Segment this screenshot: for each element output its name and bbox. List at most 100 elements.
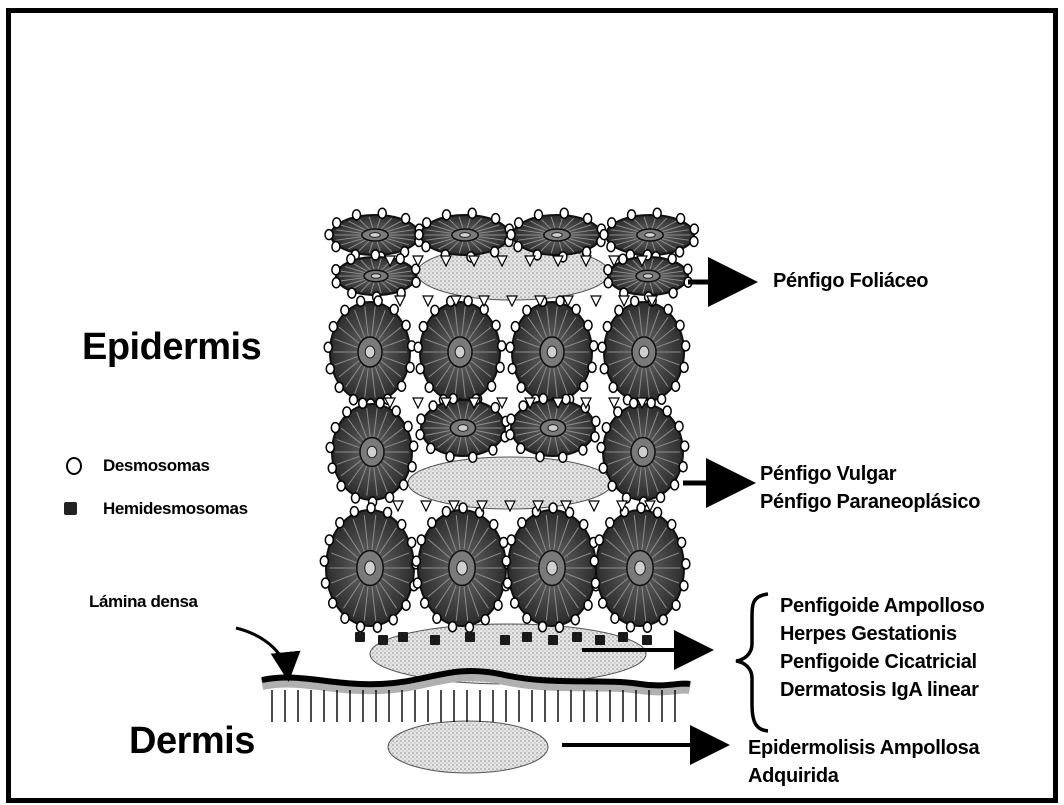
desmosome-dot	[584, 214, 592, 224]
desmosome-dot	[404, 421, 412, 431]
desmosome-dot	[343, 407, 351, 417]
desmosome-dot	[431, 305, 439, 315]
desmosome-dot	[496, 362, 504, 372]
hemidesmosome-square	[595, 635, 605, 645]
desmosome-dot	[421, 598, 429, 608]
desmosome-dot	[491, 403, 499, 413]
desmosome-dot	[677, 214, 685, 224]
desmosome-dot	[416, 430, 424, 440]
desmosome-dot	[492, 214, 500, 224]
desmosome-dot	[502, 556, 510, 566]
desmosome-dot	[523, 613, 531, 623]
desmosome-dot	[584, 320, 592, 330]
desmosome-dot	[376, 398, 384, 408]
desmosome-dot	[590, 341, 598, 351]
cell-row4-1	[416, 394, 510, 463]
desmosome-dot	[690, 237, 698, 247]
desmosome-dot	[580, 520, 588, 530]
desmosome-dot	[539, 622, 547, 632]
desmosome-dot	[506, 342, 514, 352]
target-vulgar-1: Pénfigo Vulgar	[760, 460, 980, 488]
desmosome-dot	[507, 414, 515, 424]
desmosome-dot	[329, 322, 337, 332]
desmosome-dot	[331, 423, 339, 433]
target-dermal-1: Epidermolisis Ampollosa	[748, 734, 979, 762]
desmosome-dot	[498, 341, 506, 351]
desmosome-dot	[584, 600, 592, 610]
desmosome-dot	[669, 288, 677, 298]
desmosome-dot	[534, 210, 542, 220]
desmosome-dot	[325, 230, 333, 240]
desmosome-dot	[469, 452, 477, 462]
desmosome-dot	[398, 381, 406, 391]
desmosome-dot	[599, 463, 607, 473]
desmosome-dot	[604, 265, 612, 275]
dermis-label: Dermis	[129, 720, 255, 763]
cell-row5-0	[320, 503, 420, 632]
desmosome-dot	[539, 394, 547, 404]
desmosome-dot	[371, 250, 379, 260]
hemidesmosome-icon	[64, 502, 77, 515]
desmosome-dot	[419, 322, 427, 332]
legend-desmosomes-label: Desmosomas	[103, 456, 210, 476]
desmosome-dot	[398, 520, 406, 530]
desmosome-dot	[423, 218, 431, 228]
desmosome-dot	[608, 481, 616, 491]
desmosome-dot	[588, 362, 596, 372]
desmosome-dot	[603, 322, 611, 332]
desmosome-dot	[464, 296, 472, 306]
desmosome-dot	[402, 320, 410, 330]
desmosome-dot	[682, 341, 690, 351]
desmosome-linker	[393, 501, 403, 511]
desmosome-dot	[413, 578, 421, 588]
desmosome-dot	[422, 242, 430, 252]
desmosome-dot	[657, 492, 665, 502]
desmosome-dot	[599, 598, 607, 608]
desmosome-dot	[378, 208, 386, 218]
desmosome-linker	[423, 296, 433, 306]
desmosome-dot	[332, 278, 340, 288]
desmosome-dot	[337, 481, 345, 491]
cell-row4-3	[597, 398, 689, 507]
desmosome-dot	[517, 382, 525, 392]
desmosome-dot	[412, 277, 420, 287]
desmosome-dot	[333, 218, 341, 228]
desmosome-dot	[684, 264, 692, 274]
desmosome-dot	[468, 208, 476, 218]
desmosome-linker	[591, 296, 601, 306]
desmosome-dot	[663, 406, 671, 416]
desmosome-dot	[389, 615, 397, 625]
desmosome-dot	[555, 622, 563, 632]
desmosome-dot	[600, 364, 608, 374]
desmosome-dot	[519, 401, 527, 411]
desmosome-linker	[619, 296, 629, 306]
desmosome-dot	[679, 462, 687, 472]
desmosome-dot	[348, 288, 356, 298]
desmosome-dot	[412, 556, 420, 566]
hemidesmosome-square	[500, 635, 510, 645]
desmosome-dot	[591, 432, 599, 442]
desmosome-dot	[492, 320, 500, 330]
desmosome-dot	[680, 362, 688, 372]
target-dermal-2: Adquirida	[748, 762, 979, 790]
desmosome-dot	[671, 480, 679, 490]
desmosome-linker	[413, 398, 423, 408]
desmosome-dot	[320, 556, 328, 566]
desmosome-dot	[332, 242, 340, 252]
desmosome-linker	[479, 296, 489, 306]
cell-row5-2	[502, 503, 602, 632]
desmosome-dot	[598, 342, 606, 352]
desmosome-dot	[562, 394, 570, 404]
hemidesmosome-square	[398, 632, 408, 642]
desmosome-dot	[503, 578, 511, 588]
desmosome-dot	[359, 398, 367, 408]
desmosome-dot	[328, 463, 336, 473]
target-group-subepidermal: Penfigoide Ampolloso Herpes Gestationis …	[780, 592, 984, 704]
desmosome-dot	[653, 208, 661, 218]
desmosome-dot	[325, 535, 333, 545]
desmosome-dot	[609, 382, 617, 392]
desmosome-dot	[406, 362, 414, 372]
desmosome-dot	[442, 210, 450, 220]
desmosome-dot	[408, 462, 416, 472]
epidermis-label: Epidermis	[82, 326, 261, 369]
